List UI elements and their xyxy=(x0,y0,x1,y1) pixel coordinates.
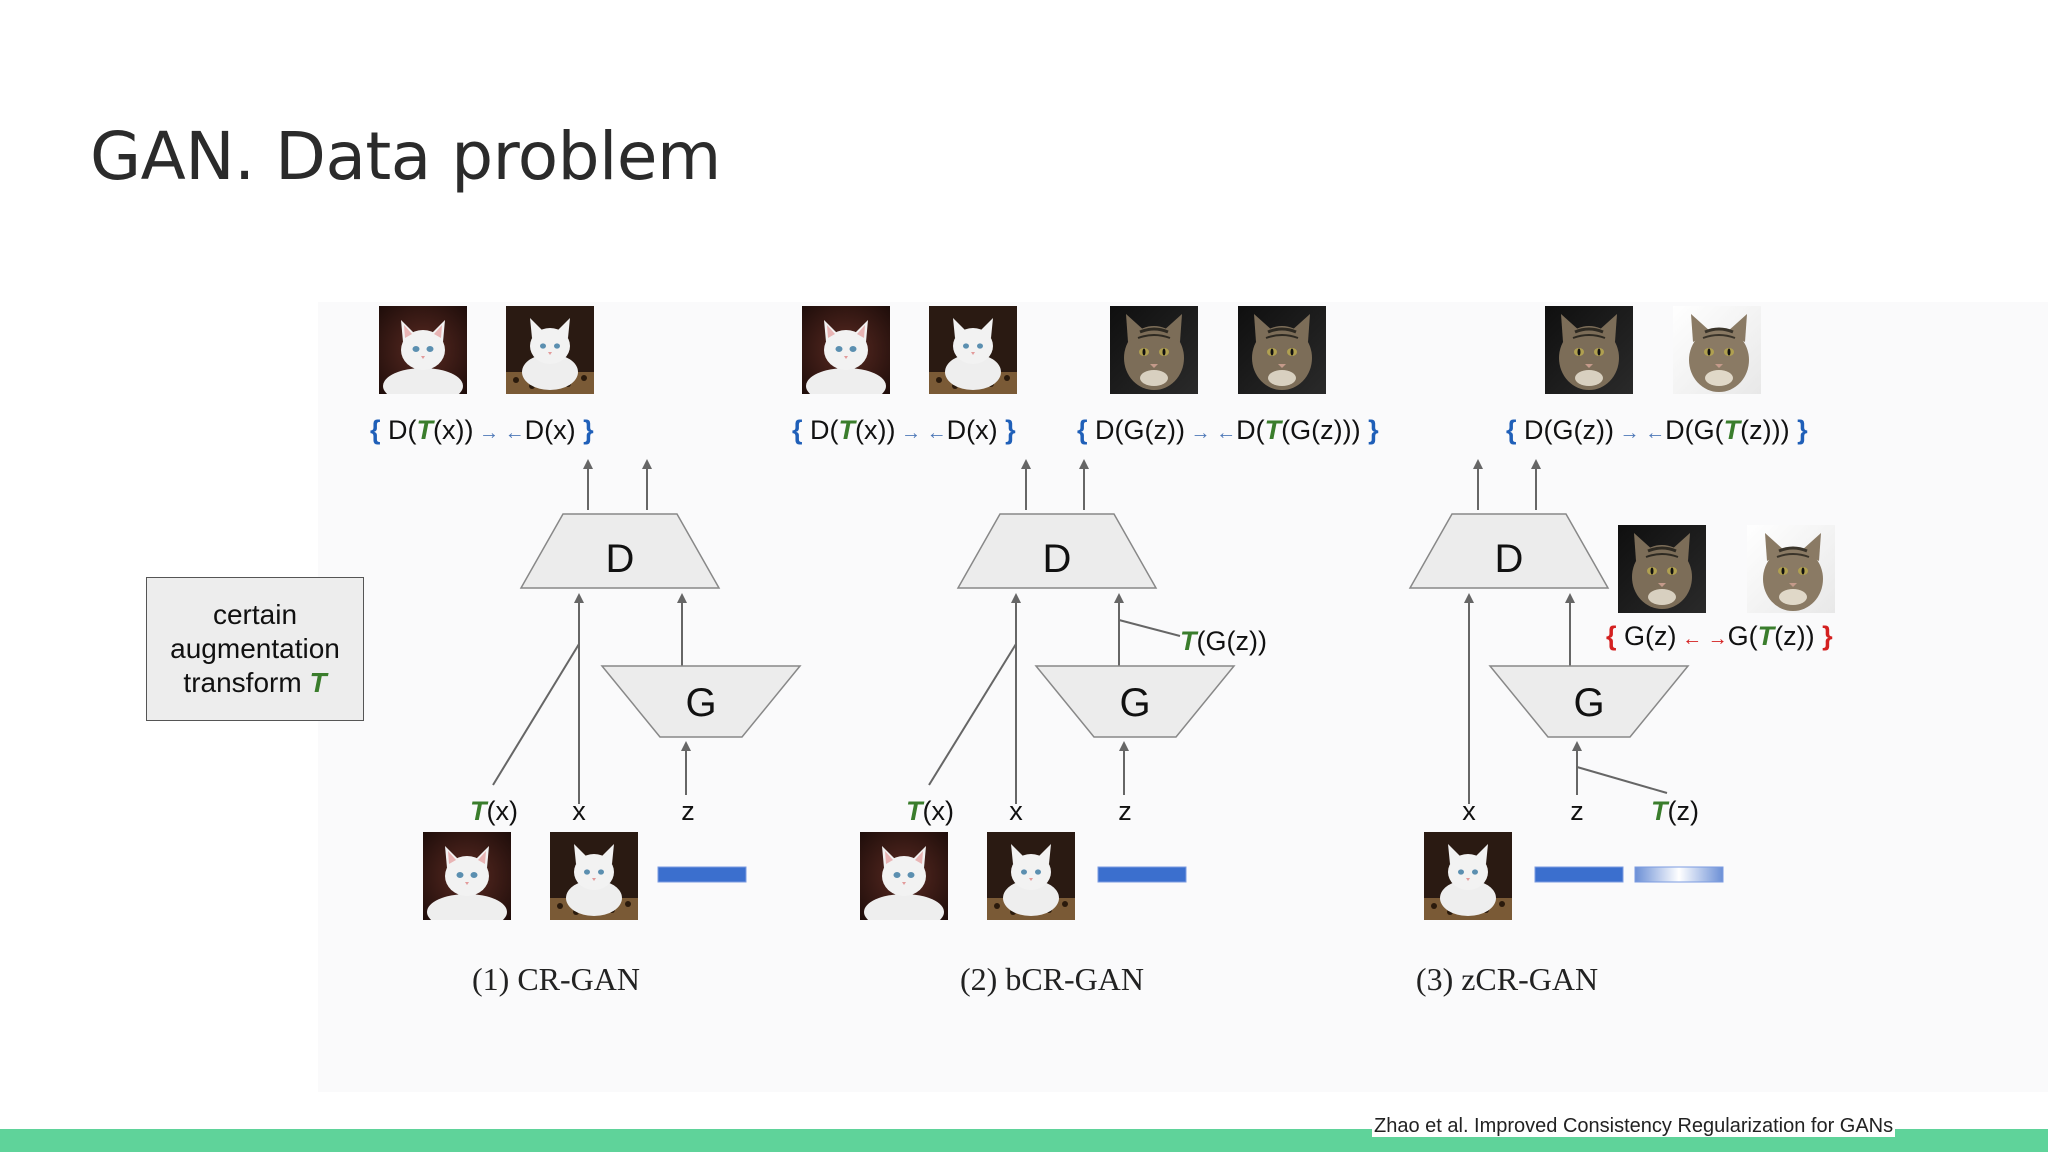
aug-note-line-1: certain xyxy=(212,599,298,630)
tabby-cat-augmented-latent-side-image xyxy=(1747,525,1835,613)
latent-vector-bar xyxy=(1534,866,1624,883)
discriminator-label: D xyxy=(1043,537,1072,581)
discriminator-block xyxy=(956,513,1158,589)
white-kitten-output-image xyxy=(506,306,594,394)
generator-block xyxy=(1034,665,1236,738)
tabby-cat-augmented-latent-output-image xyxy=(1673,306,1761,394)
input-label-x: x xyxy=(1009,796,1023,826)
aug-note-line-2: augmentation xyxy=(170,633,340,664)
white-kitten-output-image xyxy=(929,306,1017,394)
transform-symbol: T xyxy=(309,667,327,698)
white-kitten-augmented-input-image xyxy=(860,832,948,920)
panel-caption-zcr-gan: (3) zCR-GAN xyxy=(1416,961,1598,997)
white-kitten-augmented-input-image xyxy=(423,832,511,920)
loss-term-generator-diversity: { G(z) ← →G(T(z)) } xyxy=(1606,621,1833,651)
discriminator-block xyxy=(1408,513,1610,589)
generator-label: G xyxy=(1119,681,1150,725)
latent-vector-bar xyxy=(1097,866,1187,883)
generator-label: G xyxy=(685,681,716,725)
latent-vector-bar xyxy=(657,866,747,883)
tabby-cat-generated-output-image xyxy=(1110,306,1198,394)
citation: Zhao et al. Improved Consistency Regular… xyxy=(1372,1115,1896,1137)
augmented-latent-vector-bar xyxy=(1634,866,1724,883)
aug-note-text: transform xyxy=(183,667,310,698)
tabby-cat-generated-output-image xyxy=(1545,306,1633,394)
panel-zcr-gan: { D(G(z)) → ←D(G(T(z))) } D { G(z) ← →G(… xyxy=(1408,306,1835,997)
aug-note-line-3: transform T xyxy=(183,666,326,700)
generator-label: G xyxy=(1573,681,1604,725)
input-label-augmented-z: T(z) xyxy=(1651,796,1699,826)
panel-bcr-gan: { D(T(x)) → ←D(x) } { D(G(z)) → ←D(T(G(z… xyxy=(792,306,1379,997)
discriminator-block xyxy=(519,513,721,589)
input-label-augmented-x: T(x) xyxy=(470,796,518,826)
discriminator-label: D xyxy=(1495,537,1524,581)
input-label-z: z xyxy=(1118,796,1132,826)
augmentation-note-box: certain augmentation transform T xyxy=(146,577,364,721)
input-label-x: x xyxy=(1462,796,1476,826)
loss-term-consistency: { D(T(x)) → ←D(x) } xyxy=(370,415,594,445)
white-kitten-input-image xyxy=(550,832,638,920)
input-label-z: z xyxy=(681,796,695,826)
input-label-z: z xyxy=(1570,796,1584,826)
loss-term-latent-consistency: { D(G(z)) → ←D(G(T(z))) } xyxy=(1506,415,1808,445)
white-kitten-augmented-output-image xyxy=(802,306,890,394)
augmented-generated-label: T(G(z)) xyxy=(1180,626,1267,656)
slide-title: GAN. Data problem xyxy=(90,118,721,195)
generator-block xyxy=(600,665,802,738)
generator-block xyxy=(1488,665,1690,738)
panel-caption-bcr-gan: (2) bCR-GAN xyxy=(960,961,1144,997)
tabby-cat-augmented-generated-output-image xyxy=(1238,306,1326,394)
tabby-cat-generated-side-image xyxy=(1618,525,1706,613)
loss-term-fake-consistency: { D(G(z)) → ←D(T(G(z))) } xyxy=(1077,415,1379,445)
discriminator-label: D xyxy=(606,537,635,581)
input-label-augmented-x: T(x) xyxy=(906,796,954,826)
panel-caption-cr-gan: (1) CR-GAN xyxy=(472,961,640,997)
panel-cr-gan: { D(T(x)) → ←D(x) } D G T(x) x z (1) CR-… xyxy=(370,306,802,997)
white-kitten-augmented-output-image xyxy=(379,306,467,394)
input-label-x: x xyxy=(572,796,586,826)
loss-term-real-consistency: { D(T(x)) → ←D(x) } xyxy=(792,415,1016,445)
white-kitten-input-image xyxy=(987,832,1075,920)
white-kitten-input-image xyxy=(1424,832,1512,920)
